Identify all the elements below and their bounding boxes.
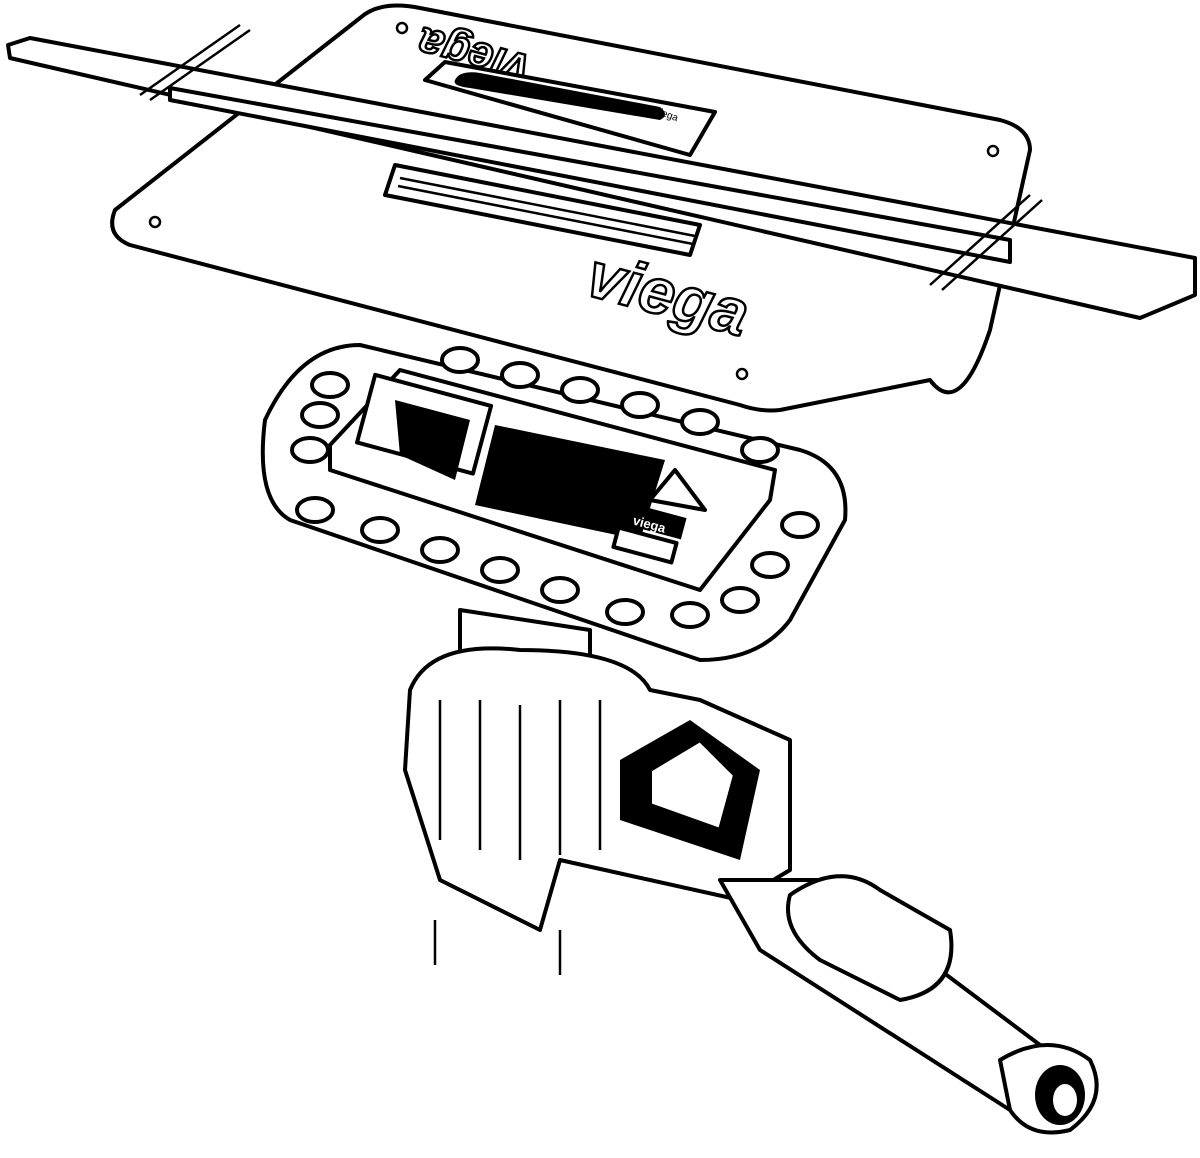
flange-hole [750,551,790,579]
flange-hole [780,511,820,539]
flange-holes [290,346,820,629]
flange-hole [440,346,480,374]
tile-strip [6,23,1197,320]
flange-hole [670,601,710,629]
flange-hole [680,408,720,436]
flange-hole [620,391,660,419]
flange-hole [360,516,400,544]
flange-hole [290,436,330,464]
grate: viega [423,60,717,157]
flange-hole [740,436,780,464]
flange-hole [295,496,335,524]
sealing-flange: viega [260,343,848,662]
outlet-pipe [718,874,1099,1135]
drain-body [403,608,792,975]
flange-hole [605,598,645,626]
flange-hole [500,361,540,389]
flange-hole [540,576,580,604]
flange-hole [480,556,520,584]
flange-hole [720,586,760,614]
flange-hole [300,401,340,429]
flange-hole [310,371,350,399]
drain-channel [383,163,702,257]
flange-hole [420,536,460,564]
flange-hole [560,376,600,404]
